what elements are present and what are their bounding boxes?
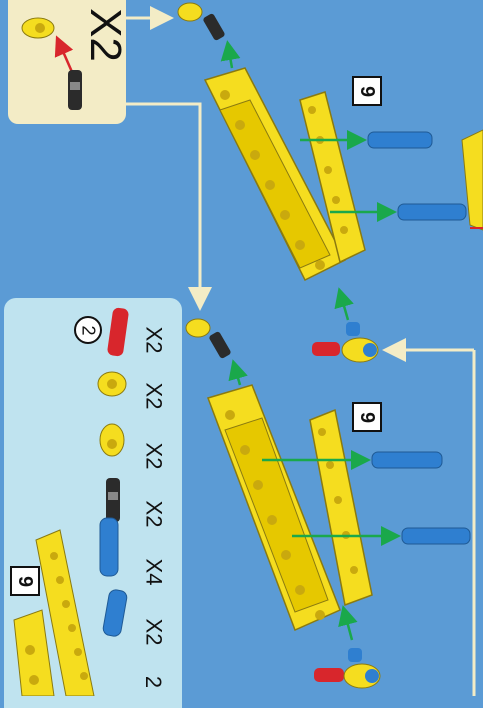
callout-connector-lines (126, 6, 476, 696)
axle-length-badge: 2 (74, 316, 102, 344)
parts-qty-black-pin: X2 (140, 500, 166, 528)
top-frame-assembly (203, 67, 366, 282)
right-partial-part (461, 129, 483, 231)
bottom-frame-assembly (207, 384, 373, 632)
parts-qty-connector-a: X2 (140, 382, 166, 410)
parts-beam-length-label: 9 (14, 575, 37, 587)
callout-subassembly (21, 17, 82, 110)
step1-length-label: 9 (356, 85, 379, 97)
step1-length-badge: 9 (352, 76, 382, 106)
top-pins (300, 130, 467, 222)
parts-list-illustrations (13, 307, 129, 696)
bottom-connector-part (185, 318, 248, 386)
callout-quantity: X2 (80, 8, 130, 62)
parts-qty-beam: 2 (141, 675, 166, 689)
bottom-red-connector-part (314, 605, 381, 689)
bottom-pins (262, 450, 471, 546)
step2-length-label: 9 (356, 411, 379, 423)
top-connector-part (177, 2, 241, 69)
step2-length-badge: 9 (352, 402, 382, 432)
parts-beam-length-badge: 9 (10, 566, 40, 596)
middle-connector-part (312, 287, 379, 363)
parts-qty-red-axle: X2 (140, 326, 166, 354)
parts-qty-blue-pin: X2 (140, 618, 166, 646)
parts-qty-connector-b: X2 (140, 442, 166, 470)
axle-length-label: 2 (78, 324, 99, 336)
parts-qty-blue-pin-long: X4 (140, 558, 166, 586)
